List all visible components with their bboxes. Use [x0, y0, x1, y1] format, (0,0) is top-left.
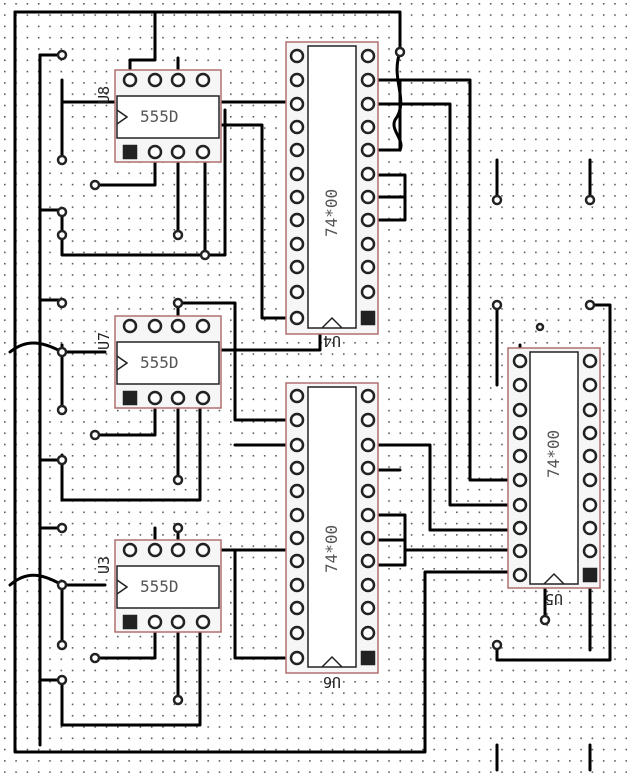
chip-u4[interactable]: 74*00 U4 — [285, 41, 379, 350]
chip-u5[interactable]: 74*00 U5 — [507, 347, 601, 608]
chip-u3[interactable]: 555D U3 — [95, 539, 222, 633]
chip-ref: U6 — [323, 673, 341, 691]
chip-value: 74*00 — [544, 430, 563, 478]
chip-value: 555D — [140, 577, 179, 596]
chip-ref: U5 — [545, 590, 563, 608]
pin-pads — [122, 542, 211, 630]
pin-pads — [289, 388, 376, 666]
pin-pads — [122, 72, 211, 160]
chip-value: 74*00 — [322, 525, 341, 573]
pin-pads — [289, 48, 376, 326]
pin-pads — [122, 318, 211, 406]
chip-value: 555D — [140, 107, 179, 126]
chip-ref: U3 — [95, 556, 113, 574]
chip-u8[interactable]: 555D U8 — [95, 69, 222, 163]
chip-value: 74*00 — [322, 189, 341, 237]
chip-value: 555D — [140, 353, 179, 372]
chip-ref: U8 — [95, 86, 113, 104]
chip-ref: U7 — [95, 332, 113, 350]
chip-u7[interactable]: 555D U7 — [95, 315, 222, 409]
pin-pads — [512, 353, 598, 583]
loose-pads — [56, 46, 596, 706]
chip-u6[interactable]: 74*00 U6 — [285, 382, 379, 691]
chip-ref: U4 — [323, 332, 341, 350]
